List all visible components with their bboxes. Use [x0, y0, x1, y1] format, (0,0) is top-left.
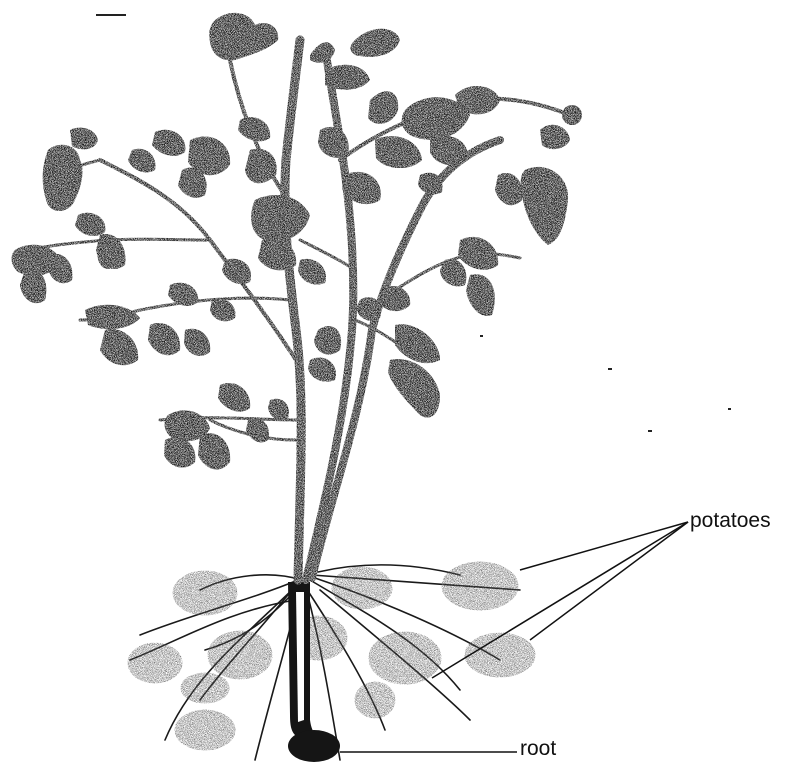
tuber: [208, 631, 272, 679]
leaf: [495, 173, 522, 205]
leaf: [310, 42, 335, 63]
flower-bud: [547, 132, 563, 148]
leaf: [378, 286, 410, 311]
leaf: [198, 433, 230, 469]
leaf: [245, 149, 277, 183]
flower-cluster: [43, 145, 83, 211]
leader-line-potatoes: [520, 522, 688, 570]
leaf: [222, 259, 251, 284]
leaf: [298, 259, 326, 285]
leaf: [455, 86, 500, 114]
leaf: [350, 29, 400, 57]
leaf: [430, 136, 468, 165]
leaf: [314, 326, 341, 354]
tuber: [465, 633, 535, 677]
label-potatoes: potatoes: [690, 509, 771, 533]
leaf: [375, 136, 422, 168]
leaf: [368, 91, 398, 124]
seed-potato: [288, 730, 340, 762]
tuber: [175, 710, 235, 750]
leaf: [246, 419, 269, 443]
leaf: [184, 329, 210, 356]
leaf: [388, 359, 440, 418]
leaf: [48, 254, 72, 283]
leaf: [395, 324, 440, 363]
leaf: [128, 149, 155, 173]
leaf: [521, 167, 568, 245]
leaf: [148, 323, 180, 355]
leaf: [466, 274, 495, 316]
flower-bud: [562, 105, 582, 125]
leaf: [218, 383, 250, 412]
flower-cluster: [70, 128, 98, 150]
tuber: [332, 567, 392, 609]
leaf: [210, 299, 235, 322]
tuber: [181, 673, 229, 703]
tuber: [355, 682, 395, 718]
leaf: [251, 195, 310, 241]
leaf: [318, 127, 349, 158]
tuber: [173, 571, 237, 615]
leaf: [164, 437, 195, 467]
label-root: root: [520, 737, 556, 761]
leaf: [168, 283, 198, 306]
leaf: [268, 399, 289, 421]
leaf: [85, 305, 140, 329]
leaf: [238, 117, 270, 141]
leaf: [152, 130, 185, 156]
main-root: [288, 582, 340, 762]
leaf: [325, 65, 370, 90]
tuber: [128, 643, 182, 683]
leaf: [75, 213, 105, 236]
leaf: [440, 259, 466, 286]
tuber: [442, 562, 518, 610]
leaf: [308, 358, 336, 382]
leaf: [458, 237, 498, 270]
leaf: [100, 329, 138, 365]
tubers: [128, 562, 535, 750]
flower-cluster: [209, 13, 278, 61]
leader-line-potatoes: [530, 522, 688, 640]
tuber: [369, 632, 441, 684]
